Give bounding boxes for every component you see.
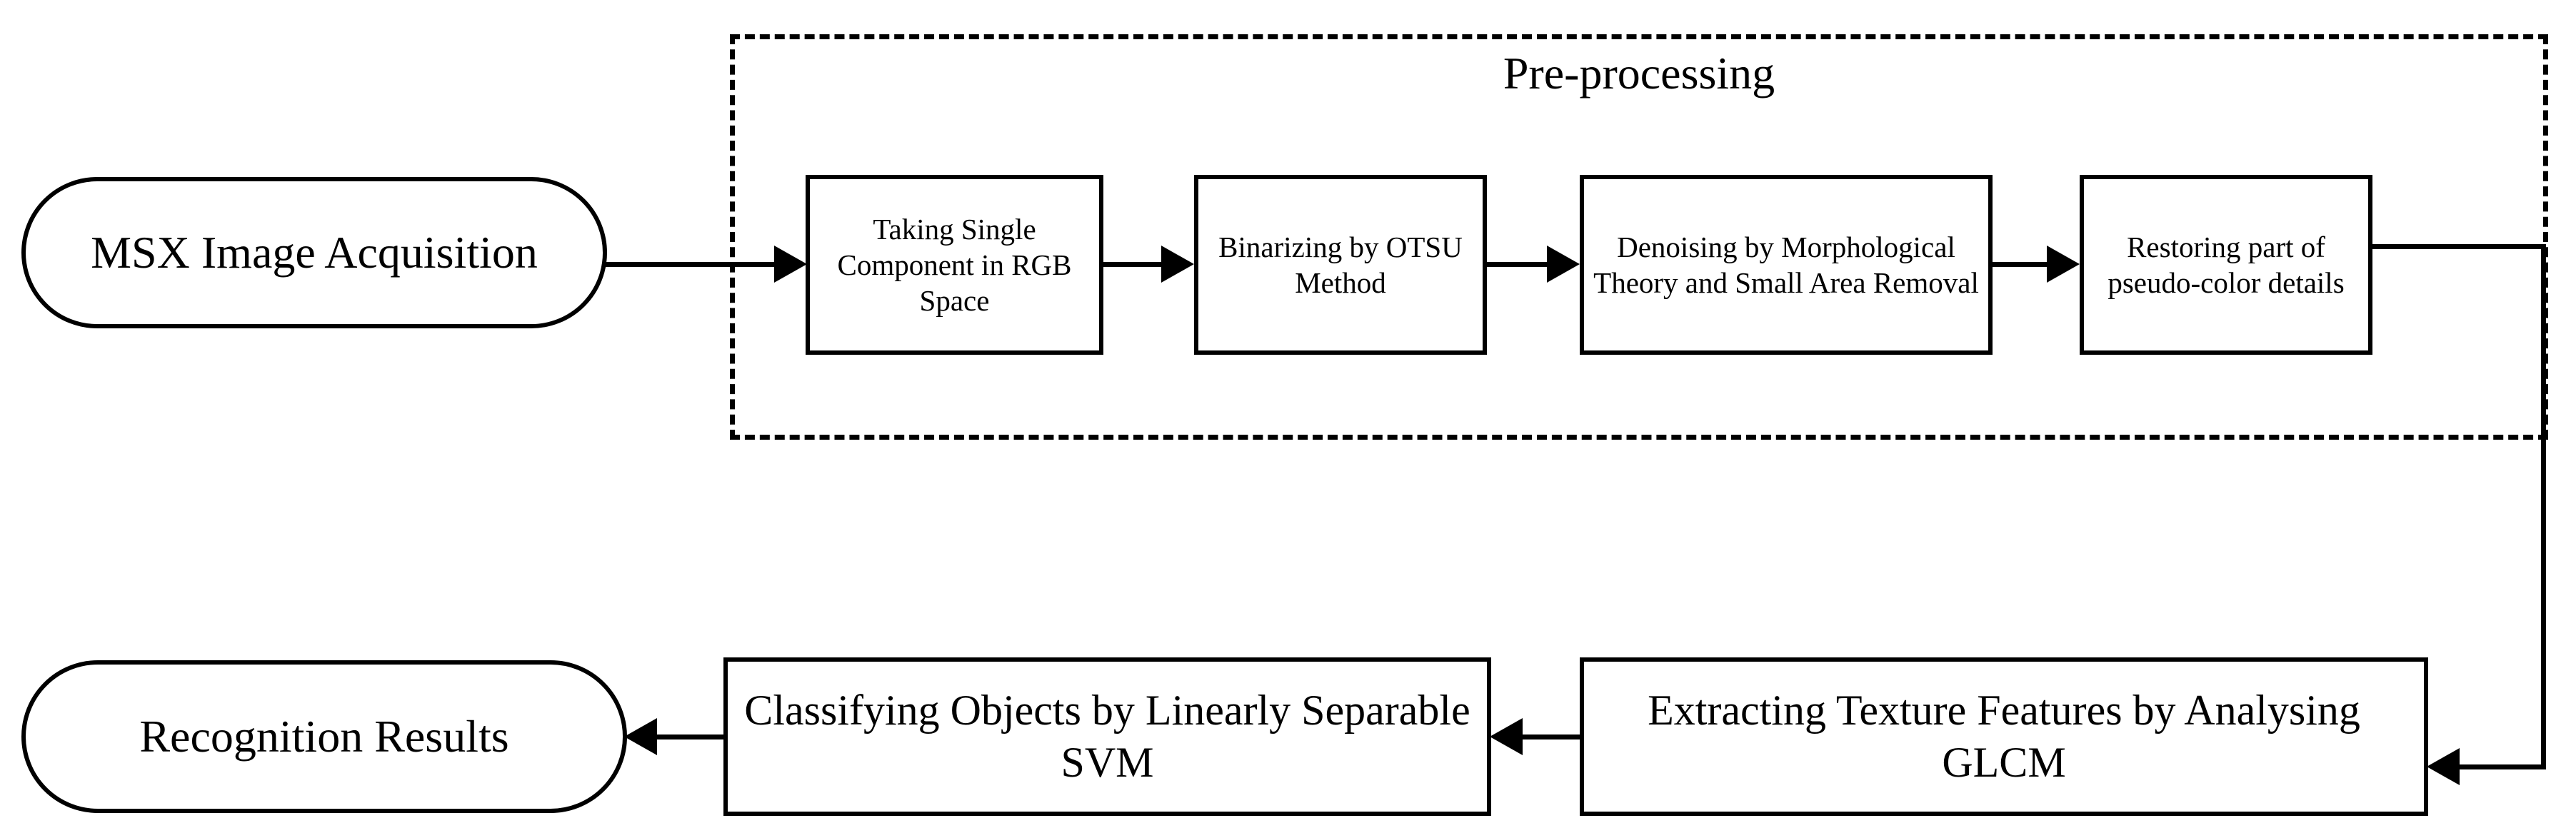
connector-step5-to-step6-arrowhead: [1490, 718, 1523, 755]
connector-step5-to-step6-line: [1521, 734, 1581, 739]
node-msx-image-acquisition[interactable]: MSX Image Acquisition: [21, 177, 607, 328]
connector-step6-to-end-line: [657, 734, 726, 739]
node-classifying-svm[interactable]: Classifying Objects by Linearly Separabl…: [723, 657, 1491, 816]
node-recognition-results[interactable]: Recognition Results: [21, 660, 627, 813]
connector-step4-to-step5-arrowhead: [2427, 748, 2460, 785]
node-taking-single-component[interactable]: Taking Single Component in RGB Space: [806, 175, 1103, 355]
connector-step1-to-step2-line: [1103, 262, 1163, 267]
connector-step4-to-step5-segment-down: [2541, 244, 2546, 769]
connector-start-to-step1-arrowhead: [774, 246, 807, 283]
connector-start-to-step1-line: [606, 262, 776, 267]
node-extracting-texture-glcm[interactable]: Extracting Texture Features by Analysing…: [1580, 657, 2428, 816]
connector-step3-to-step4-arrowhead: [2047, 246, 2080, 283]
preprocessing-group-title: Pre-processing: [1503, 48, 1775, 99]
connector-step2-to-step3-arrowhead: [1547, 246, 1580, 283]
connector-step6-to-end-arrowhead: [624, 718, 657, 755]
connector-step1-to-step2-arrowhead: [1161, 246, 1194, 283]
node-denoising-morphological[interactable]: Denoising by Morphological Theory and Sm…: [1580, 175, 1993, 355]
connector-step3-to-step4-line: [1993, 262, 2048, 267]
node-restoring-pseudo-color[interactable]: Restoring part of pseudo-color details: [2080, 175, 2372, 355]
connector-step4-to-step5-segment-right: [2372, 244, 2546, 249]
connector-step2-to-step3-line: [1487, 262, 1547, 267]
node-binarizing-otsu[interactable]: Binarizing by OTSU Method: [1194, 175, 1487, 355]
connector-step4-to-step5-segment-left: [2460, 764, 2546, 769]
preprocessing-group-box: [730, 34, 2548, 440]
